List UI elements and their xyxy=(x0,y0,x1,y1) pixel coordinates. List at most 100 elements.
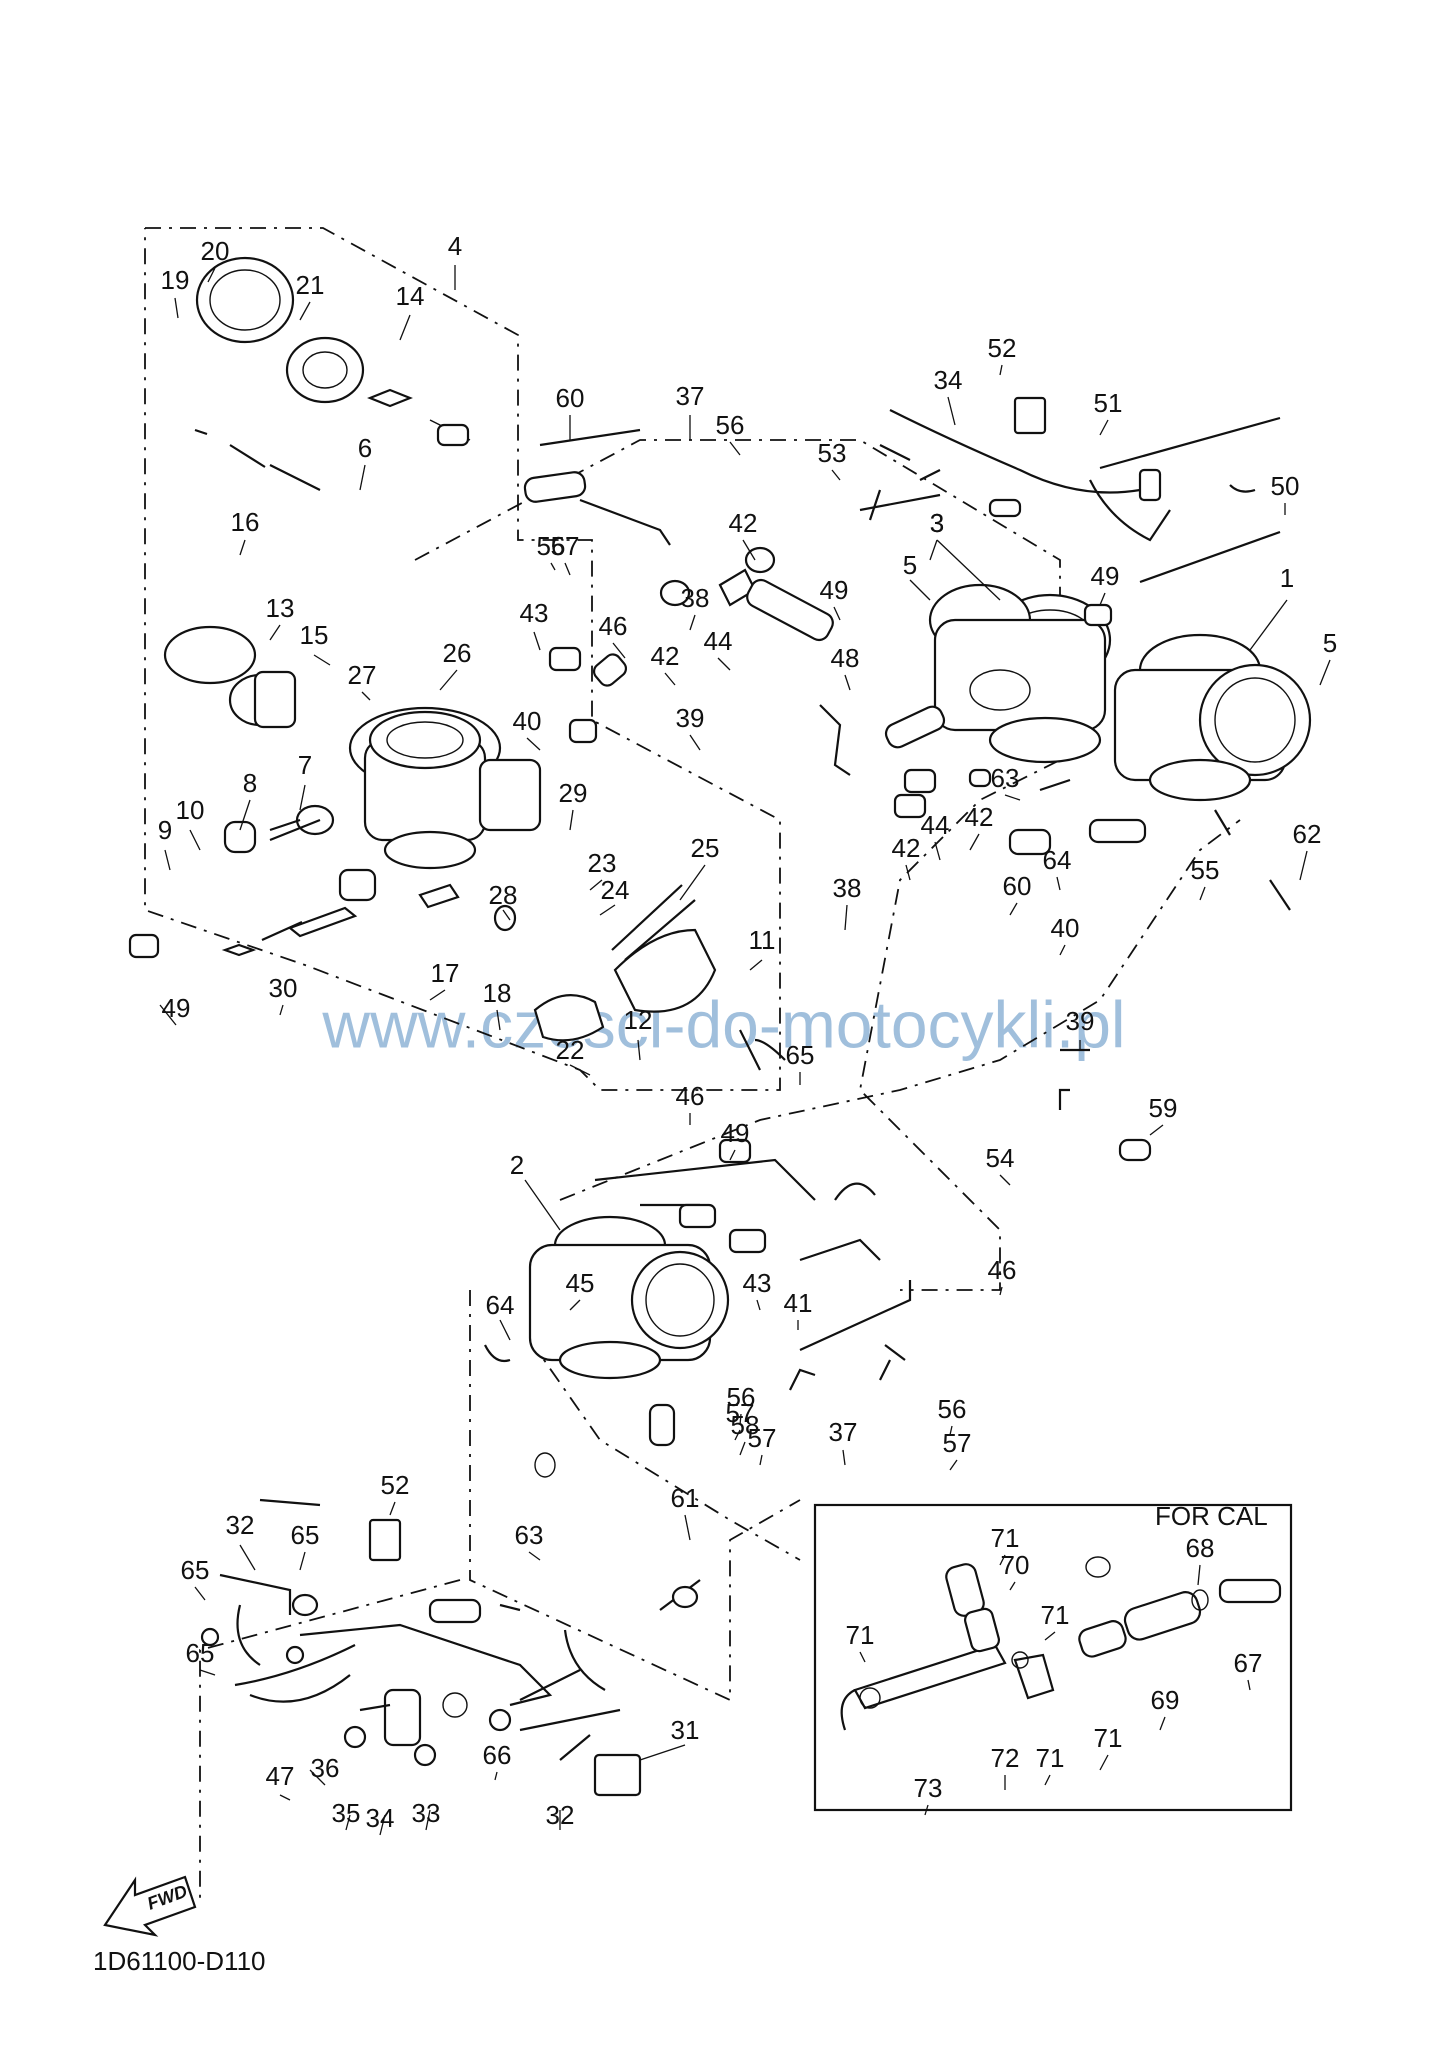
callout-16: 16 xyxy=(231,507,260,537)
callout-57: 57 xyxy=(551,531,580,561)
callout-22: 22 xyxy=(556,1035,585,1065)
leader-line xyxy=(494,1771,498,1781)
callout-27: 27 xyxy=(348,660,377,690)
callout-63: 63 xyxy=(991,763,1020,793)
callout-57: 57 xyxy=(726,1398,755,1428)
carburetor-2-body xyxy=(528,1215,730,1380)
callout-42: 42 xyxy=(892,833,921,863)
group-outline-carb-4 xyxy=(144,227,781,1091)
leader-line xyxy=(739,1441,746,1456)
leader-line xyxy=(313,654,331,666)
leader-line xyxy=(934,841,941,861)
leader-line xyxy=(569,1299,581,1311)
callout-69: 69 xyxy=(1151,1685,1180,1715)
carburetor-1-body xyxy=(1113,633,1312,802)
callout-32: 32 xyxy=(226,1510,255,1540)
callout-70: 70 xyxy=(1001,1550,1030,1580)
leader-line xyxy=(833,606,841,621)
leader-line xyxy=(1099,592,1106,606)
leader-line xyxy=(361,691,371,701)
leader-line xyxy=(689,734,701,751)
callout-6: 6 xyxy=(358,433,372,463)
callout-40: 40 xyxy=(1051,913,1080,943)
callout-60: 60 xyxy=(1003,871,1032,901)
leader-line xyxy=(569,809,574,831)
callout-65: 65 xyxy=(786,1040,815,1070)
diagram-code: 1D61100-D110 xyxy=(93,1946,266,1976)
callout-53: 53 xyxy=(818,438,847,468)
leader-line xyxy=(207,267,216,283)
callout-35: 35 xyxy=(332,1798,361,1828)
callout-33: 33 xyxy=(412,1798,441,1828)
callout-61: 61 xyxy=(671,1483,700,1513)
leader-line xyxy=(1044,1774,1051,1786)
callout-56: 56 xyxy=(716,410,745,440)
leader-line xyxy=(842,1449,846,1466)
callout-18: 18 xyxy=(483,978,512,1008)
callout-40: 40 xyxy=(513,706,542,736)
callout-43: 43 xyxy=(743,1268,772,1298)
callout-37: 37 xyxy=(829,1417,858,1447)
callout-45: 45 xyxy=(566,1268,595,1298)
leader-line xyxy=(664,672,676,686)
callout-46: 46 xyxy=(676,1081,705,1111)
callout-37: 37 xyxy=(676,381,705,411)
callout-9: 9 xyxy=(158,815,172,845)
leader-line xyxy=(729,1149,736,1161)
leader-line xyxy=(526,737,541,751)
callout-38: 38 xyxy=(833,873,862,903)
leader-line xyxy=(239,1544,256,1571)
callout-46: 46 xyxy=(599,611,628,641)
leader-line xyxy=(299,301,311,321)
callout-34: 34 xyxy=(934,365,963,395)
callout-38: 38 xyxy=(681,583,710,613)
callout-52: 52 xyxy=(988,333,1017,363)
callout-24: 24 xyxy=(601,875,630,905)
callout-32: 32 xyxy=(546,1800,575,1830)
callout-68: 68 xyxy=(1186,1533,1215,1563)
lower-left-sensor-group xyxy=(200,1498,701,1797)
callout-47: 47 xyxy=(266,1761,295,1791)
callout-42: 42 xyxy=(729,508,758,538)
carb-2-linkage-parts xyxy=(484,1048,1152,1478)
callout-36: 36 xyxy=(311,1753,340,1783)
callout-15: 15 xyxy=(300,620,329,650)
callout-43: 43 xyxy=(520,598,549,628)
callout-49: 49 xyxy=(721,1118,750,1148)
leader-line xyxy=(239,539,246,556)
for-cal-parts xyxy=(840,1556,1282,1731)
leader-line xyxy=(637,1039,641,1061)
callout-50: 50 xyxy=(1271,471,1300,501)
leader-line xyxy=(269,624,281,641)
leader-line xyxy=(496,1009,501,1031)
leader-line xyxy=(1056,876,1061,891)
leader-line xyxy=(949,1459,958,1471)
callout-10: 10 xyxy=(176,795,205,825)
callout-73: 73 xyxy=(914,1773,943,1803)
callout-31: 31 xyxy=(671,1715,700,1745)
leader-line xyxy=(309,1769,326,1786)
leader-line xyxy=(425,1809,431,1831)
callout-67: 67 xyxy=(1234,1648,1263,1678)
callout-23: 23 xyxy=(588,848,617,878)
callout-64: 64 xyxy=(486,1290,515,1320)
carb-4-lower-parts xyxy=(128,804,517,959)
leader-line xyxy=(569,1064,591,1076)
upper-middle-fuel-parts xyxy=(523,428,1291,911)
leader-line xyxy=(389,1501,396,1516)
callout-71: 71 xyxy=(1041,1600,1070,1630)
callout-44: 44 xyxy=(921,810,950,840)
leader-line xyxy=(1044,1631,1056,1641)
leader-line xyxy=(1197,1564,1201,1586)
callout-41: 41 xyxy=(784,1288,813,1318)
callout-58: 58 xyxy=(731,1410,760,1440)
callout-39: 39 xyxy=(1066,1006,1095,1036)
callout-64: 64 xyxy=(1043,845,1072,875)
leader-line xyxy=(1249,599,1288,651)
carb-4-float-bowl-parts xyxy=(533,884,786,1071)
leader-line xyxy=(199,1669,216,1676)
callout-17: 17 xyxy=(431,958,460,988)
callout-60: 60 xyxy=(556,383,585,413)
callout-71: 71 xyxy=(991,1523,1020,1553)
callout-49: 49 xyxy=(162,993,191,1023)
